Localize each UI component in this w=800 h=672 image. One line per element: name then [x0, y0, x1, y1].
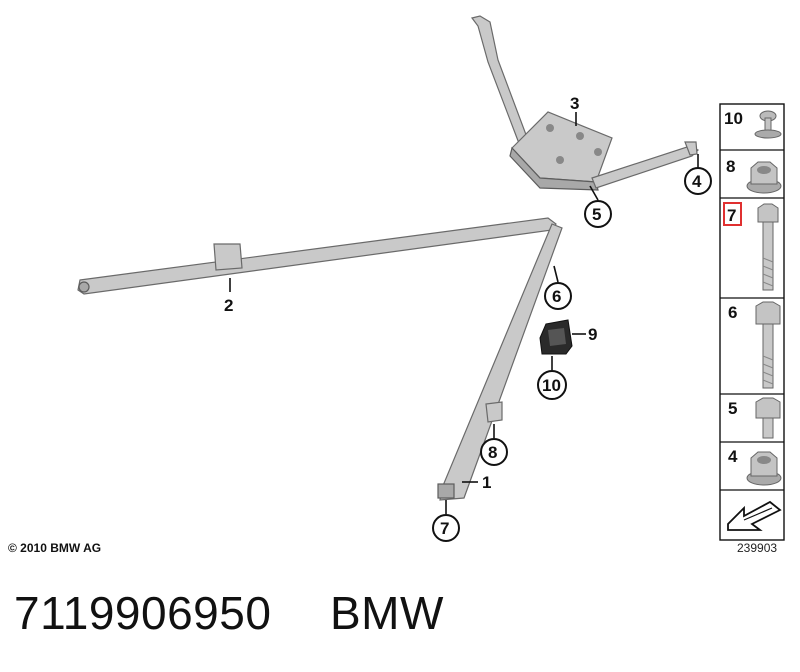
brand-name: BMW: [330, 587, 444, 639]
copyright-text: © 2010 BMW AG: [8, 541, 102, 555]
legend-item-6: 6: [728, 303, 737, 322]
part-number: 7119906950: [14, 587, 272, 639]
callout-5-circle: 5: [584, 200, 612, 228]
hex-nut-icon: [746, 451, 782, 486]
part-2-strut: [77, 217, 557, 295]
legend-highlight-box: [723, 202, 742, 226]
callout-2: 2: [224, 296, 233, 315]
long-bolt-icon: [757, 203, 779, 291]
flange-bolt-icon: [755, 301, 781, 389]
legend-item-5: 5: [728, 399, 737, 418]
part-3-bracket: [470, 15, 700, 191]
callout-3: 3: [570, 94, 579, 113]
callout-6-circle: 6: [544, 282, 572, 310]
legend-item-8: 8: [726, 157, 735, 176]
flange-nut-icon: [746, 161, 782, 194]
callout-1: 1: [482, 473, 491, 492]
direction-arrow-icon: [727, 500, 782, 531]
callout-7-circle: 7: [432, 514, 460, 542]
leader-6: [553, 265, 559, 283]
legend-panel: 10 8 7 6: [719, 103, 785, 541]
callout-10-circle: 10: [537, 370, 567, 400]
leader-5: [589, 185, 599, 201]
callout-4-circle: 4: [684, 167, 712, 195]
callout-8-circle: 8: [480, 438, 508, 466]
part-9-rubber-block: [539, 319, 573, 355]
callout-7: 7: [440, 519, 449, 538]
callout-4: 4: [692, 172, 702, 191]
callout-9: 9: [588, 325, 597, 344]
short-bolt-icon: [755, 397, 781, 439]
legend-item-10: 10: [724, 109, 743, 128]
diagram-number: 239903: [737, 541, 778, 555]
callout-5: 5: [592, 205, 601, 224]
callout-6: 6: [552, 287, 561, 306]
legend-item-7: 7: [727, 206, 736, 225]
bolt-washer-icon: [754, 110, 782, 139]
callout-8: 8: [488, 443, 497, 462]
callout-10: 10: [542, 376, 561, 395]
legend-item-4: 4: [728, 447, 738, 466]
part-1-strut: [437, 223, 563, 501]
